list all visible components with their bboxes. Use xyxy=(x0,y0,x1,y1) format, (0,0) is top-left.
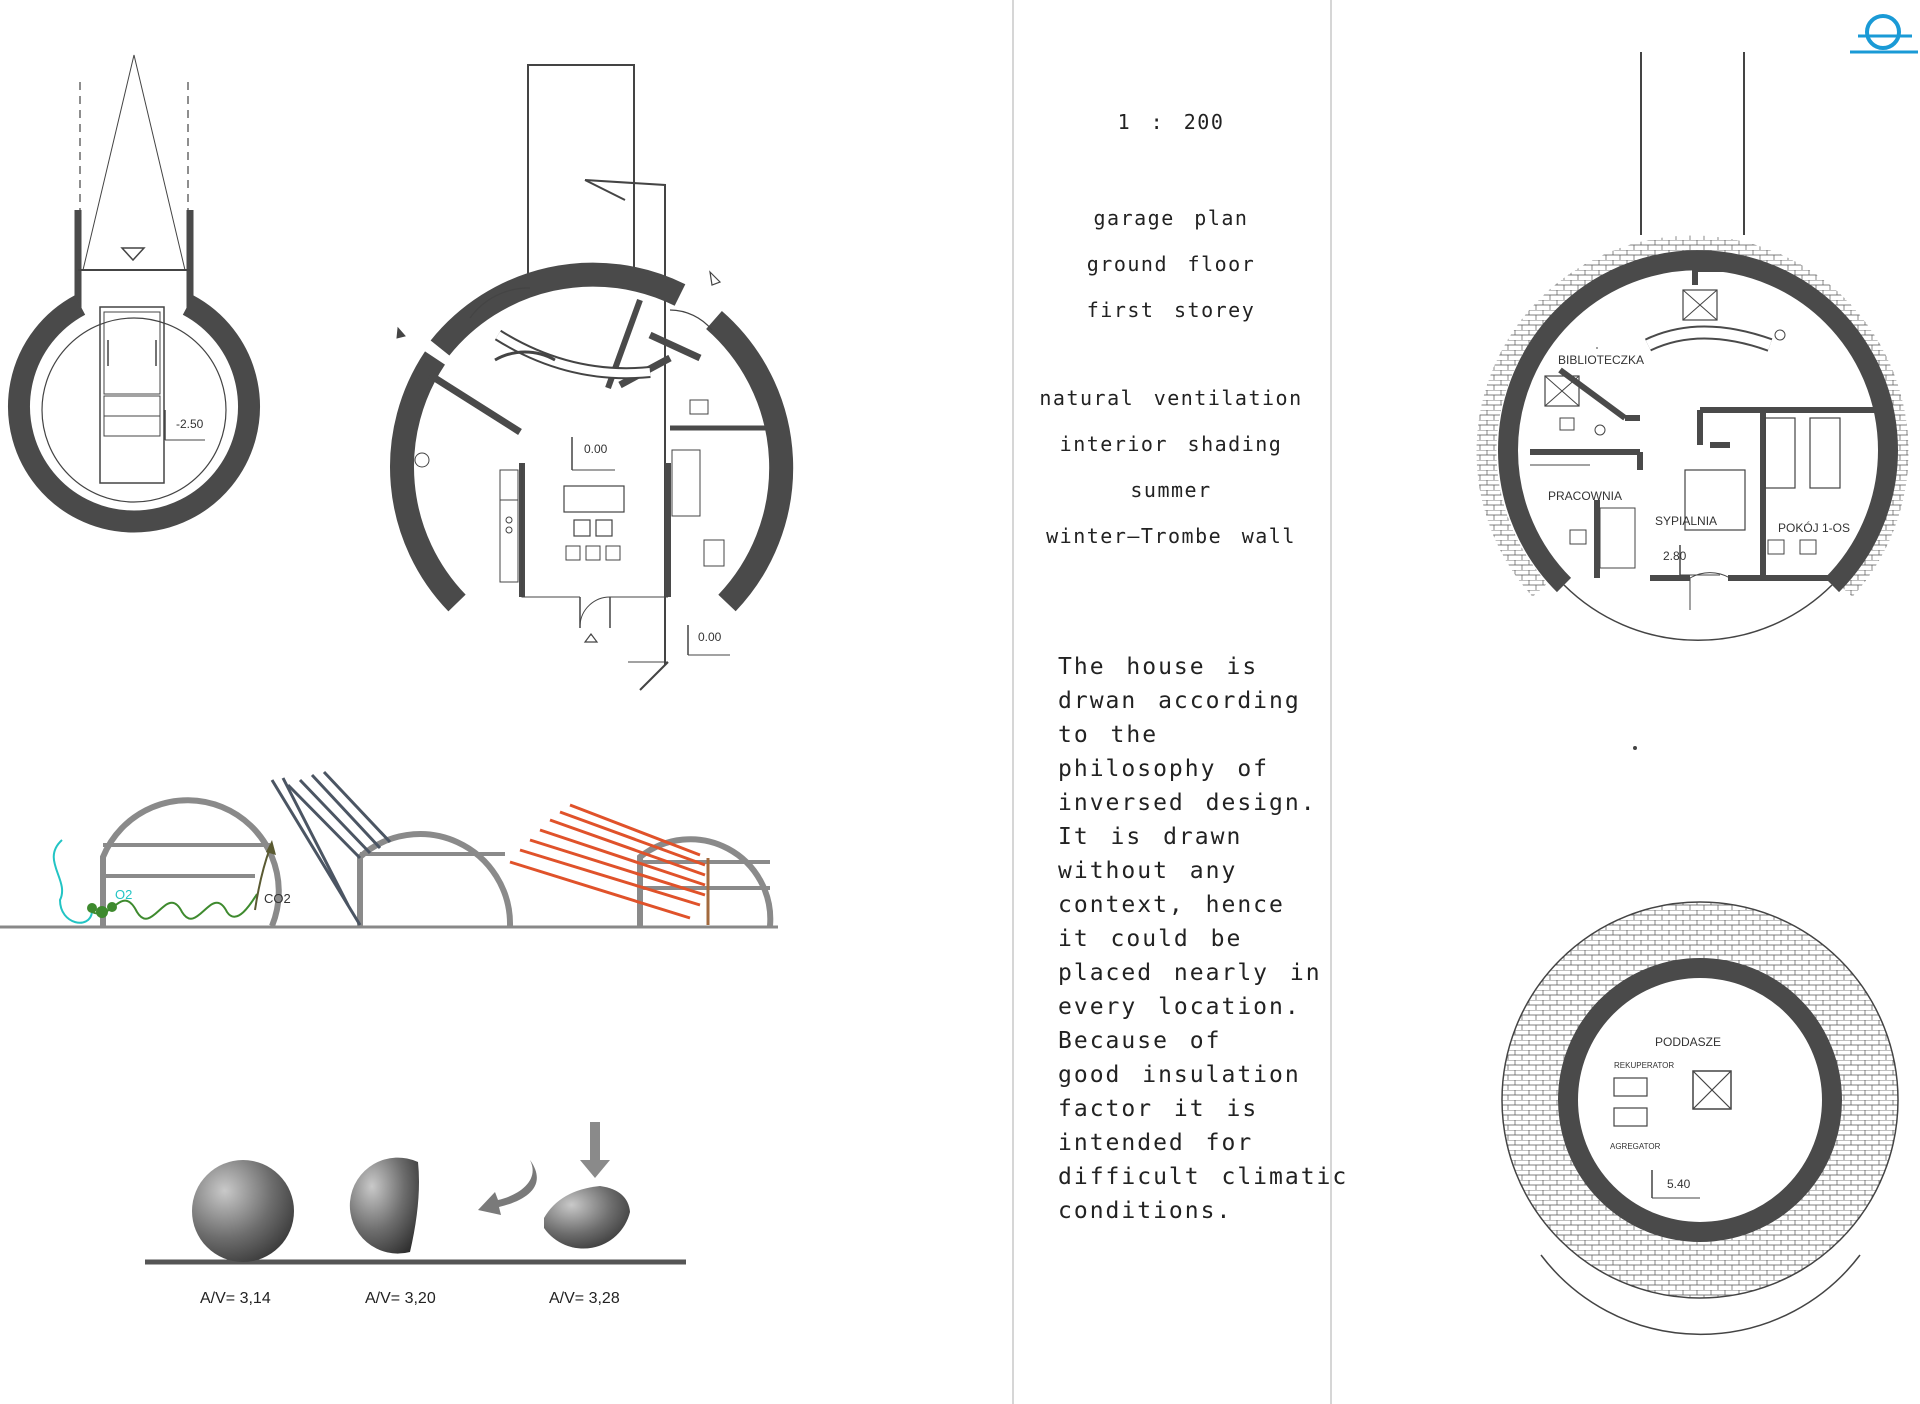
co2-label: CO2 xyxy=(264,891,291,906)
description-line: drwan according xyxy=(1058,688,1301,714)
level-label-ground-outside: 0.00 xyxy=(698,630,722,644)
level-label-ground-inside: 0.00 xyxy=(584,442,608,456)
room-attic: PODDASZE xyxy=(1655,1035,1721,1049)
description-line: every location. xyxy=(1058,994,1301,1020)
description-line: intended for xyxy=(1058,1130,1254,1156)
drawing-list-item: first storey xyxy=(1086,298,1256,322)
column-divider-right xyxy=(1330,0,1332,1404)
level-label-garage: -2.50 xyxy=(176,417,204,431)
room-bedroom: SYPIALNIA xyxy=(1655,514,1717,528)
o2-logo-icon xyxy=(1850,14,1918,54)
climate-sections xyxy=(0,770,778,929)
description-line: Because of xyxy=(1058,1028,1222,1054)
description-line: The house is xyxy=(1058,654,1259,680)
o2-label: O2 xyxy=(115,887,132,902)
av-ratio-cut-side: A/V= 3,20 xyxy=(365,1290,436,1307)
description-line: context, hence xyxy=(1058,892,1285,918)
description-line: it could be xyxy=(1058,926,1243,952)
description-line: without any xyxy=(1058,858,1238,884)
strategy-list: natural ventilation interior shading sum… xyxy=(1012,375,1330,559)
description-line: to the xyxy=(1058,722,1159,748)
strategy-list-item: summer xyxy=(1130,478,1212,502)
description-line: placed nearly in xyxy=(1058,960,1322,986)
description-line: conditions. xyxy=(1058,1198,1233,1224)
strategy-list-item: winter–Trombe wall xyxy=(1046,524,1296,548)
drawing-list-item: garage plan xyxy=(1093,206,1249,230)
description-line: factor it is xyxy=(1058,1096,1259,1122)
attic-plan xyxy=(1501,901,1899,1336)
strategy-list-item: natural ventilation xyxy=(1039,386,1303,410)
ground-floor-plan xyxy=(389,64,794,691)
description-line: It is drawn xyxy=(1058,824,1243,850)
description-line: philosophy of xyxy=(1058,756,1270,782)
drawing-list-item: ground floor xyxy=(1086,252,1256,276)
av-ratio-sphere: A/V= 3,14 xyxy=(200,1290,271,1307)
room-single: POKÓJ 1-OS xyxy=(1778,520,1850,535)
av-ratio-cut-top: A/V= 3,28 xyxy=(549,1290,620,1307)
design-description: The house is drwan according to the phil… xyxy=(1058,650,1349,1228)
shape-comparison xyxy=(145,1122,686,1265)
level-label-attic: 5.40 xyxy=(1667,1177,1691,1191)
description-line: good insulation xyxy=(1058,1062,1301,1088)
room-study: PRACOWNIA xyxy=(1548,489,1622,503)
drawing-list: garage plan ground floor first storey xyxy=(1012,195,1330,333)
scale-label: 1 : 200 xyxy=(1117,110,1225,134)
description-line: inversed design. xyxy=(1058,790,1317,816)
level-label-first: 2.80 xyxy=(1663,549,1687,563)
column-divider-left xyxy=(1012,0,1014,1404)
room-library: BIBLIOTECZKA xyxy=(1558,353,1644,367)
garage-plan xyxy=(8,54,260,533)
strategy-list-item: interior shading xyxy=(1059,432,1283,456)
first-storey-plan xyxy=(1476,52,1909,750)
description-line: difficult climatic xyxy=(1058,1164,1349,1190)
label-aggregator: AGREGATOR xyxy=(1610,1142,1661,1151)
label-recuperator: REKUPERATOR xyxy=(1614,1061,1674,1070)
